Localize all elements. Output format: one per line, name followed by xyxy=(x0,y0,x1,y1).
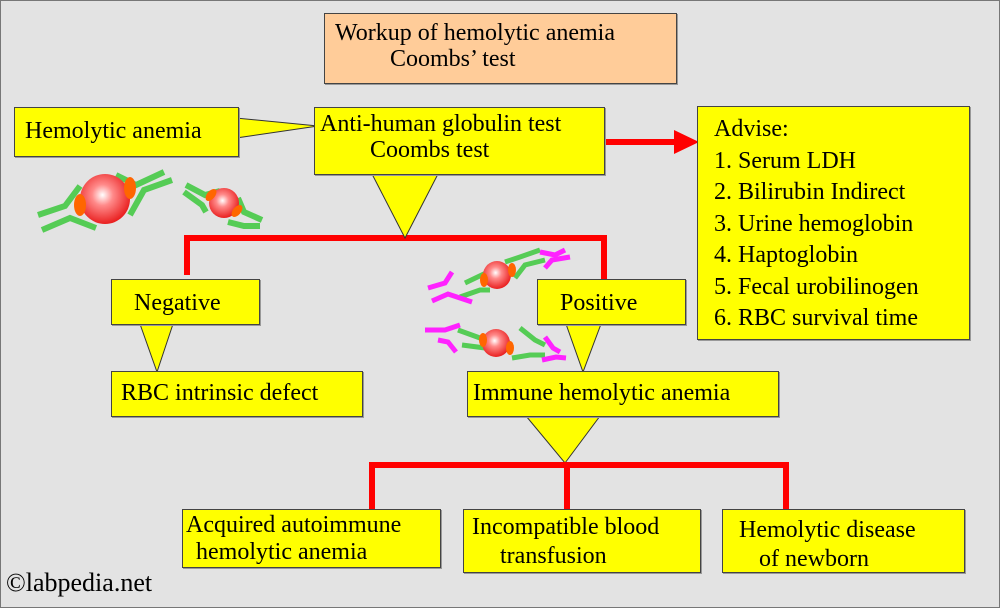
rbc-agglutination-coombs-icon xyxy=(425,247,571,363)
hemolytic-anemia-callout: Hemolytic anemia xyxy=(14,107,239,157)
outcome-autoimmune-box: Acquired autoimmune hemolytic anemia xyxy=(182,509,441,568)
outcome-line: Acquired autoimmune xyxy=(186,512,402,538)
outcome-transfusion-box: Incompatible blood transfusion xyxy=(463,509,701,573)
outcome-newborn-box: Hemolytic disease of newborn xyxy=(722,509,965,573)
callout-tail-hemolytic xyxy=(235,117,319,139)
rbc-intrinsic-defect-box: RBC intrinsic defect xyxy=(111,371,363,417)
test-line-2: Coombs test xyxy=(370,137,490,163)
negative-box: Negative xyxy=(111,279,260,325)
positive-box: Positive xyxy=(537,279,686,325)
advise-item: 6. RBC survival time xyxy=(714,305,918,331)
negative-label: Negative xyxy=(134,290,221,316)
hemolytic-anemia-label: Hemolytic anemia xyxy=(25,118,202,144)
advise-box: Advise: 1. Serum LDH 2. Bilirubin Indire… xyxy=(697,106,970,340)
callout-tail-immune xyxy=(524,415,601,464)
immune-hemolytic-anemia-box: Immune hemolytic anemia xyxy=(467,371,779,417)
test-line-1: Anti-human globulin test xyxy=(320,111,562,137)
advise-item: 3. Urine hemoglobin xyxy=(714,210,914,237)
outcome-line: Hemolytic disease xyxy=(739,517,916,543)
title-line-2: Coombs’ test xyxy=(390,46,516,72)
callout-tail-negative xyxy=(139,323,174,374)
advise-item: 5. Fecal urobilinogen xyxy=(714,273,919,300)
advise-heading: Advise: xyxy=(714,116,789,142)
coombs-test-box: Anti-human globulin test Coombs test xyxy=(314,107,605,175)
positive-result: Immune hemolytic anemia xyxy=(473,380,731,406)
diagram-title: Workup of hemolytic anemia Coombs’ test xyxy=(324,13,677,84)
connector-bottom-bracket xyxy=(369,462,789,510)
outcome-line: hemolytic anemia xyxy=(196,539,368,565)
outcome-line: Incompatible blood xyxy=(472,514,660,540)
arrow-to-advise-head xyxy=(674,130,699,154)
negative-result: RBC intrinsic defect xyxy=(121,380,319,406)
outcome-line: transfusion xyxy=(500,543,607,569)
callout-tail-positive xyxy=(565,323,602,374)
rbc-with-antibodies-icon xyxy=(37,169,264,233)
copyright-label: ©labpedia.net xyxy=(6,568,153,597)
callout-tail-test xyxy=(371,173,439,240)
advise-item: 4. Haptoglobin xyxy=(714,242,858,268)
positive-label: Positive xyxy=(560,290,638,316)
title-line-1: Workup of hemolytic anemia xyxy=(335,20,615,46)
advise-item: 2. Bilirubin Indirect xyxy=(714,179,906,205)
advise-item: 1. Serum LDH xyxy=(714,147,856,174)
outcome-line: of newborn xyxy=(759,546,869,572)
connector-top-bracket xyxy=(184,235,607,282)
